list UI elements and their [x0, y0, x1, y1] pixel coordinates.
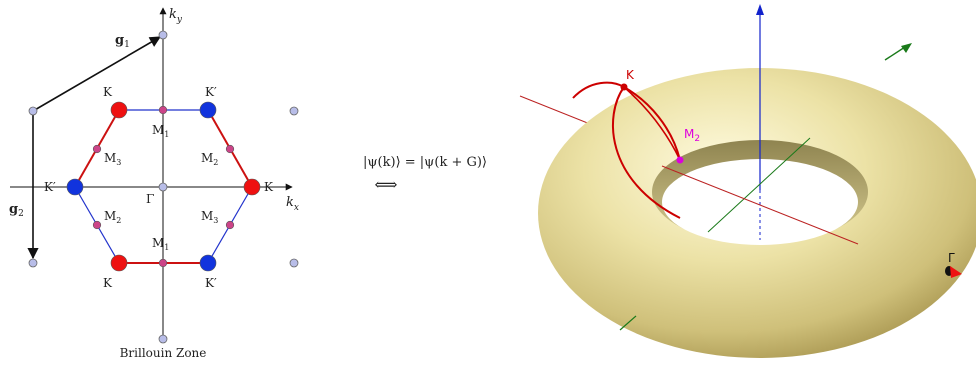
k-label: K — [103, 276, 113, 290]
g1-vector — [32, 36, 161, 112]
kprime-point — [66, 178, 84, 196]
m3-label-right: M3 — [201, 209, 218, 225]
blue-axis-arrowhead — [756, 4, 764, 15]
kprime-label: K′ — [205, 85, 217, 99]
m-point — [92, 220, 102, 230]
torus-m2-point — [676, 156, 684, 164]
m1-label-bottom: M1 — [152, 236, 169, 252]
torus-k-label: K — [626, 68, 635, 82]
lattice-point — [289, 258, 299, 268]
equivalence-arrow: ⟺ — [375, 175, 398, 194]
m3-label-left: M3 — [104, 151, 121, 167]
m-point — [92, 144, 102, 154]
green-axis-back — [884, 46, 906, 61]
torus-k-point — [620, 83, 628, 91]
m-point — [225, 144, 235, 154]
periodicity-equation: |ψ(k)⟩ = |ψ(k + G)⟩ ⟺ — [363, 155, 487, 194]
m-point — [158, 105, 168, 115]
g2-label: g2 — [9, 202, 24, 219]
k-point — [110, 254, 128, 272]
torus-m2-label: M2 — [684, 127, 700, 144]
kprime-point — [199, 254, 217, 272]
green-axis-arrowhead — [901, 43, 912, 53]
kprime-point — [199, 101, 217, 119]
m1-label-top: M1 — [152, 123, 169, 139]
lattice-point — [289, 106, 299, 116]
brillouin-zone-caption: Brillouin Zone — [120, 346, 207, 360]
kx-axis-label: kx — [286, 195, 299, 213]
m-point — [158, 258, 168, 268]
m2-label-right: M2 — [201, 151, 218, 167]
lattice-point — [28, 258, 38, 268]
equation-text: |ψ(k)⟩ = |ψ(k + G)⟩ — [363, 155, 487, 170]
brillouin-zone-diagram: ky kx g1 g2 Γ K K′ K′ K K K′ M1 M1 M3 M2… — [9, 7, 299, 360]
lattice-point — [28, 106, 38, 116]
red-axis-hole — [661, 165, 859, 245]
green-axis-hole — [707, 137, 811, 233]
k-path-inner — [612, 86, 681, 219]
gamma-label: Γ — [146, 192, 154, 206]
lattice-point — [158, 30, 168, 40]
g1-label: g1 — [115, 33, 130, 50]
green-axis-front — [619, 315, 637, 331]
red-axis-arrowhead — [950, 266, 962, 278]
m-point — [225, 220, 235, 230]
ky-axis-label: ky — [169, 7, 183, 25]
kprime-label: K′ — [44, 180, 56, 194]
k-label: K — [103, 85, 113, 99]
k-path-to-m2 — [623, 86, 681, 161]
k-label: K — [264, 180, 274, 194]
kprime-label: K′ — [205, 276, 217, 290]
k-point — [110, 101, 128, 119]
gamma-point — [158, 182, 168, 192]
m2-label-left: M2 — [104, 209, 121, 225]
k-point — [243, 178, 261, 196]
lattice-point — [158, 334, 168, 344]
torus-diagram: K M2 Γ — [519, 4, 976, 358]
torus-gamma-label: Γ — [948, 251, 955, 265]
